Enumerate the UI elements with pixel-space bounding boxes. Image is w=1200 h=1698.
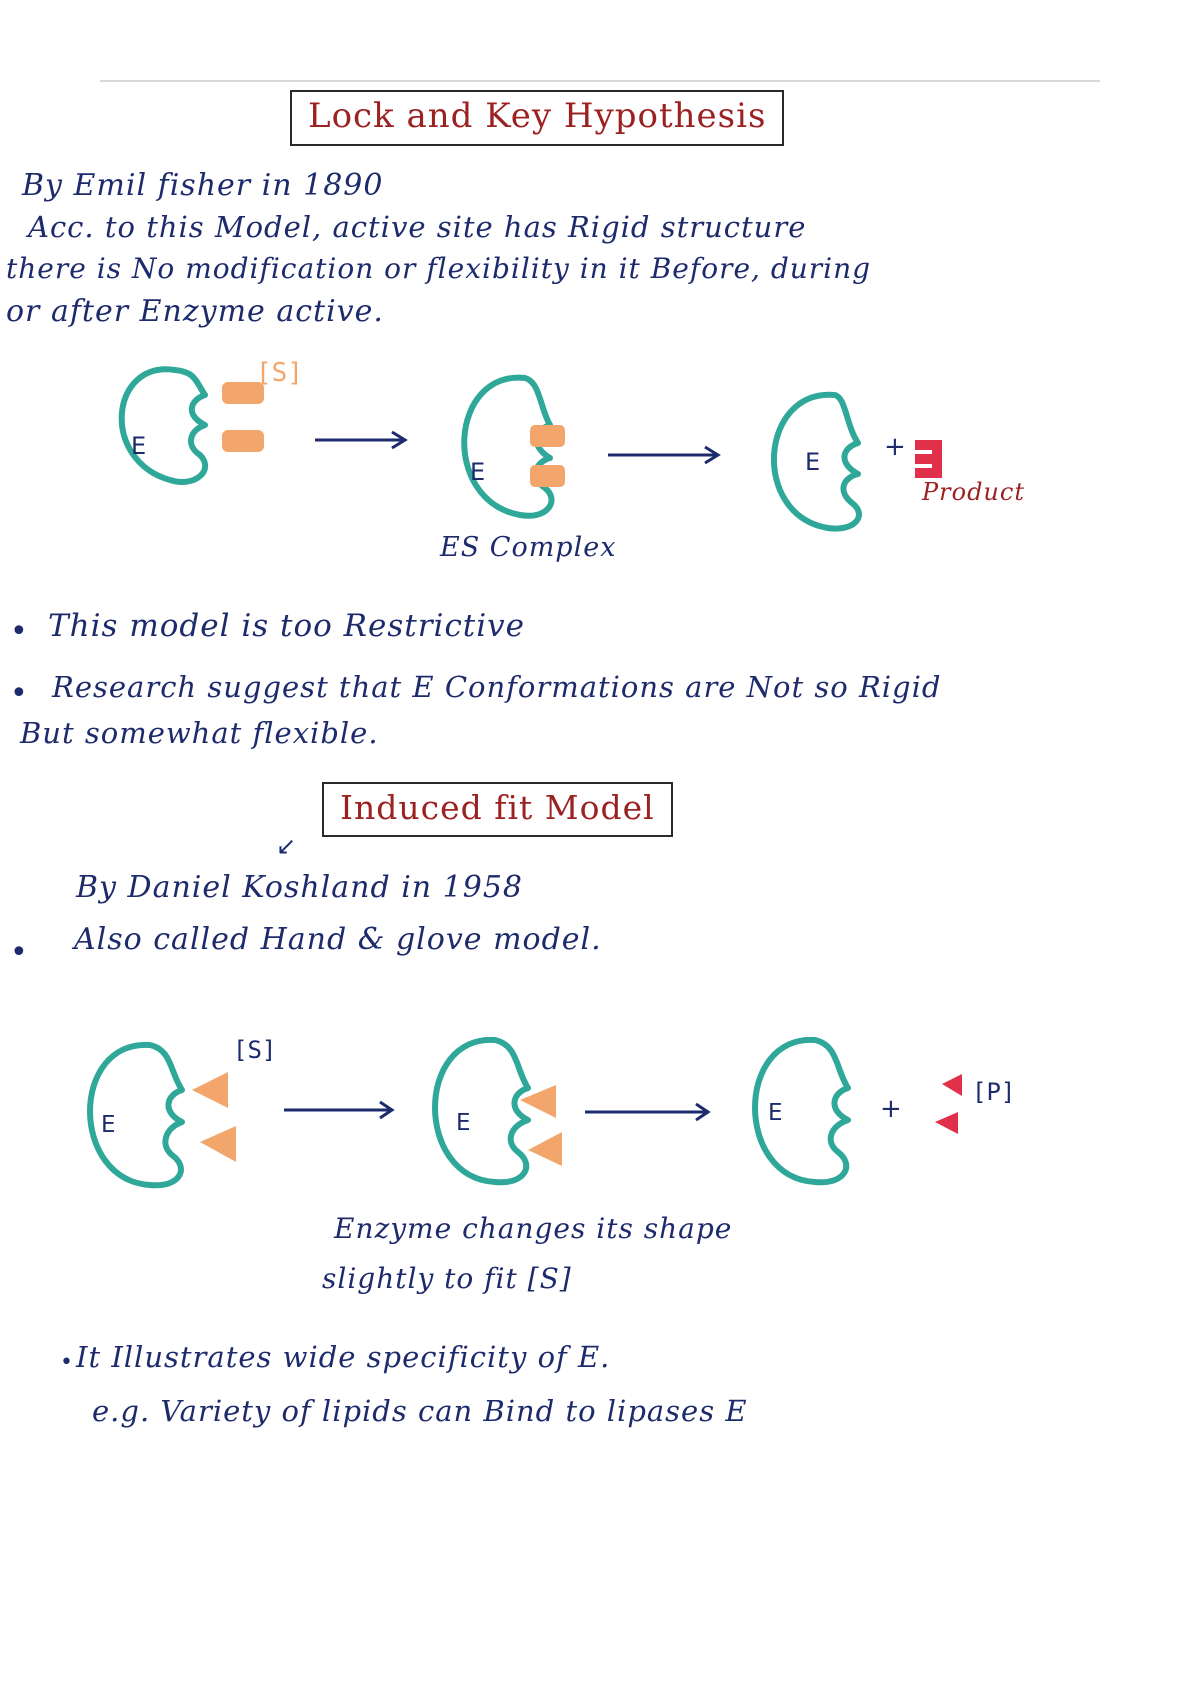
substrate-piece-1a bbox=[222, 382, 264, 404]
induced-fit-title: Induced fit Model bbox=[322, 782, 673, 837]
lock-key-title: Lock and Key Hypothesis bbox=[290, 90, 785, 146]
restrictive-bullet: This model is too Restrictive bbox=[48, 608, 526, 644]
research-bullet-line-1: Research suggest that E Conformations ar… bbox=[52, 670, 942, 704]
bullet-dot-2: • bbox=[10, 676, 28, 711]
lock-key-author-line: By Emil fisher in 1890 bbox=[22, 168, 384, 203]
lock-key-text-line-2: Acc. to this Model, active site has Rigi… bbox=[28, 210, 807, 244]
lock-key-text-line-4: or after Enzyme active. bbox=[6, 294, 384, 329]
top-divider bbox=[100, 80, 1100, 82]
enzyme-label-2b: E bbox=[456, 1110, 471, 1136]
bound-triangle-a bbox=[520, 1085, 556, 1118]
product-triangle-b bbox=[935, 1112, 958, 1134]
enzyme-label-1c: E bbox=[805, 448, 821, 476]
bound-triangle-b bbox=[528, 1132, 562, 1166]
enzyme-shape-1 bbox=[118, 366, 209, 485]
research-bullet-line-2: But somewhat flexible. bbox=[20, 716, 379, 750]
product-shape-1 bbox=[915, 440, 942, 478]
enzyme-label-2c: E bbox=[768, 1100, 783, 1126]
hand-glove-bullet: Also called Hand & glove model. bbox=[74, 922, 602, 957]
enzyme-shape-3 bbox=[770, 391, 862, 532]
bullet-dot-3: • bbox=[10, 935, 28, 970]
substrate-triangle-b bbox=[200, 1126, 236, 1162]
bullet-dot-4: • bbox=[60, 1350, 73, 1375]
enzyme-shape-5 bbox=[432, 1036, 531, 1186]
enzyme-label-2a: E bbox=[101, 1112, 116, 1138]
substrate-bound-2b bbox=[530, 465, 565, 487]
plus-sign-2: + bbox=[880, 1094, 902, 1124]
lock-key-text-line-3: there is No modification or flexibility … bbox=[6, 252, 872, 285]
product-triangle-a bbox=[942, 1074, 962, 1096]
caption-line-2: slightly to fit [S] bbox=[322, 1262, 572, 1295]
substrate-label-1: [S] bbox=[256, 358, 303, 388]
es-complex-label: ES Complex bbox=[440, 532, 617, 563]
substrate-bound-2a bbox=[530, 425, 565, 447]
enzyme-shape-4 bbox=[87, 1041, 185, 1189]
pointer-arrow-icon: ↙ bbox=[276, 832, 297, 860]
example-line: e.g. Variety of lipids can Bind to lipas… bbox=[92, 1394, 748, 1428]
induced-fit-author-line: By Daniel Koshland in 1958 bbox=[76, 870, 523, 905]
enzyme-label-1b: E bbox=[470, 458, 486, 486]
substrate-triangle-a bbox=[192, 1072, 228, 1108]
bullet-dot-1: • bbox=[10, 614, 28, 649]
caption-line-1: Enzyme changes its shape bbox=[334, 1212, 733, 1245]
product-label-1: Product bbox=[922, 478, 1025, 506]
substrate-label-2: [S] bbox=[233, 1036, 277, 1064]
product-label-2: [P] bbox=[972, 1078, 1016, 1106]
enzyme-shape-6 bbox=[752, 1036, 851, 1186]
specificity-bullet: It Illustrates wide specificity of E. bbox=[76, 1340, 611, 1374]
substrate-piece-1b bbox=[222, 430, 264, 452]
plus-sign-1: + bbox=[884, 432, 906, 462]
enzyme-label-1a: E bbox=[131, 432, 147, 460]
